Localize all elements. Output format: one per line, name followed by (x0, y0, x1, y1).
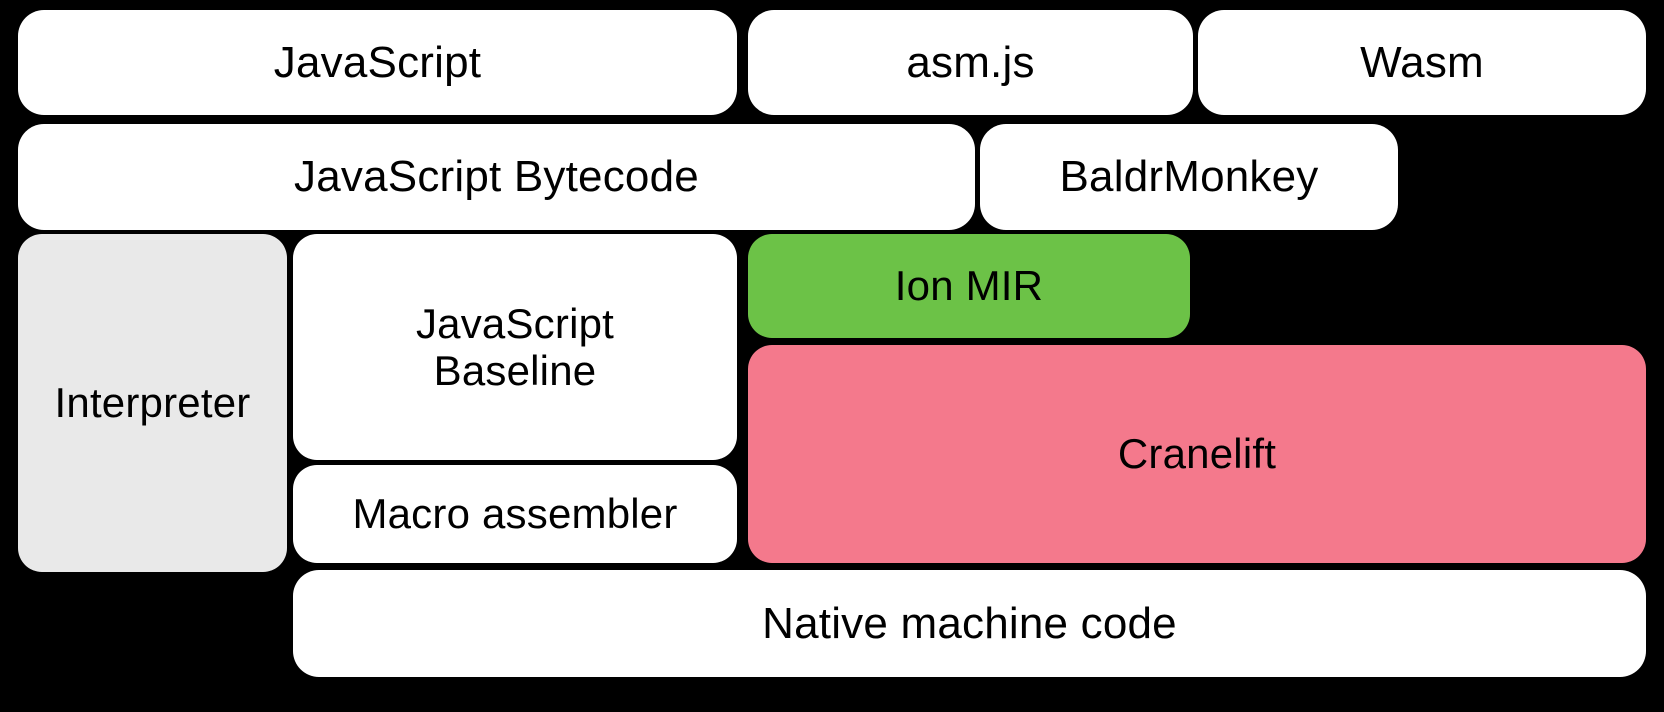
node-javascript-baseline[interactable]: JavaScript Baseline (293, 234, 737, 460)
node-ion-mir[interactable]: Ion MIR (748, 234, 1190, 338)
node-javascript-bytecode[interactable]: JavaScript Bytecode (18, 124, 975, 230)
node-cranelift[interactable]: Cranelift (748, 345, 1646, 563)
node-wasm[interactable]: Wasm (1198, 10, 1646, 115)
node-interpreter[interactable]: Interpreter (18, 234, 287, 572)
node-macro-assembler[interactable]: Macro assembler (293, 465, 737, 563)
node-native-machine-code[interactable]: Native machine code (293, 570, 1646, 677)
node-javascript[interactable]: JavaScript (18, 10, 737, 115)
node-baldrmonkey[interactable]: BaldrMonkey (980, 124, 1398, 230)
node-asmjs[interactable]: asm.js (748, 10, 1193, 115)
